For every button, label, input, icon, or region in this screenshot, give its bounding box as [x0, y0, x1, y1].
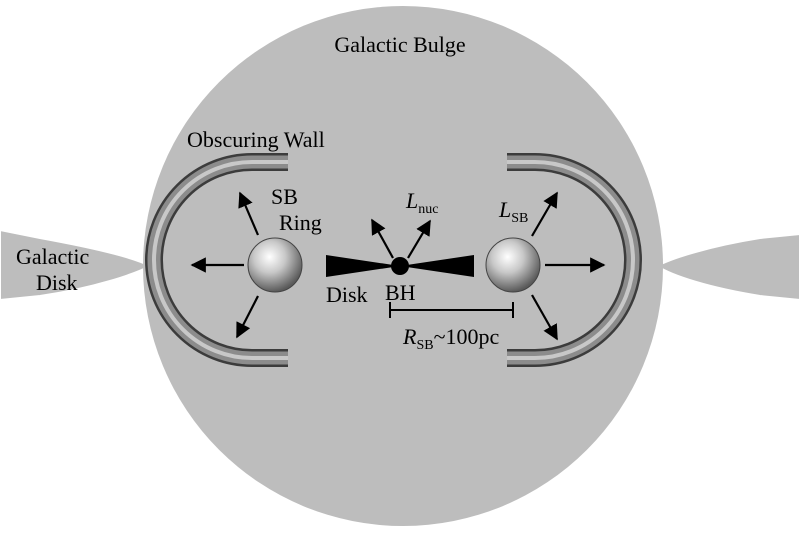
galactic-disk-label-line1: Galactic — [16, 244, 90, 269]
arrow-left-down — [236, 295, 259, 339]
radius-label: RSB~100pc — [402, 324, 499, 353]
galactic-bulge-label: Galactic Bulge — [334, 32, 465, 57]
accretion-disk-right-wedge — [400, 255, 474, 277]
starburst-sphere-right — [485, 237, 541, 293]
obscuring-wall-right — [507, 153, 642, 367]
galactic-disk-right — [655, 232, 800, 302]
obscuring-wall-left — [145, 153, 288, 367]
arrow-nuc-left — [371, 218, 394, 259]
arrow-right-up — [531, 191, 558, 237]
obscuring-wall-label: Obscuring Wall — [187, 127, 325, 152]
arrow-nuc-right — [407, 219, 431, 259]
arrow-right-down — [531, 294, 558, 341]
sb-ring-label-line1: SB — [271, 184, 298, 209]
radius-scale-bar — [389, 302, 514, 318]
galactic-disk-label-line2: Disk — [36, 270, 78, 295]
l-sb-label: LSB — [498, 197, 528, 226]
accretion-disk-label: Disk — [326, 282, 368, 307]
arrow-left-up — [238, 191, 260, 236]
sb-ring-label-line2: Ring — [279, 210, 322, 235]
accretion-disk-left-wedge — [326, 255, 400, 277]
black-hole-label: BH — [385, 280, 416, 305]
l-nuc-label: Lnuc — [405, 188, 438, 217]
black-hole — [391, 257, 409, 275]
starburst-sphere-left — [247, 237, 303, 293]
